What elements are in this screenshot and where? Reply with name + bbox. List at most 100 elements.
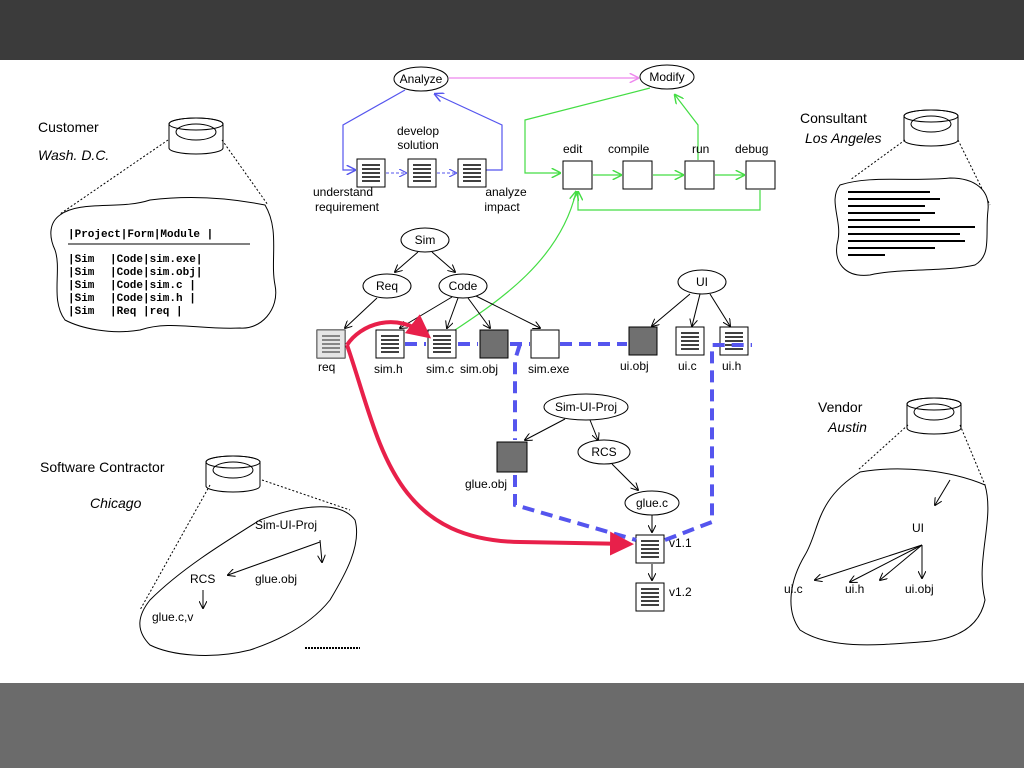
consultant-city: Los Angeles <box>805 130 882 146</box>
customer-table-header: |Project|Form|Module | <box>68 229 213 241</box>
svg-text:glue.c: glue.c <box>636 496 668 510</box>
bottom-bar <box>0 683 1024 768</box>
svg-text:Analyze: Analyze <box>400 72 443 86</box>
customer-name: Customer <box>38 119 99 135</box>
svg-text:sim.exe: sim.exe <box>528 362 570 376</box>
svg-text:RCS: RCS <box>591 445 616 459</box>
consultant-text-block <box>848 191 975 256</box>
glue-obj-box <box>496 441 528 473</box>
svg-text:ui.c: ui.c <box>678 359 697 373</box>
contractor-site: Software Contractor Chicago Sim-UI-Proj … <box>40 455 360 656</box>
config-tree: Sim Req Code req sim.h sim.c sim.obj sim… <box>316 227 749 612</box>
svg-text:|Sim: |Sim <box>68 306 95 318</box>
analyze-node <box>393 66 449 92</box>
edit-step-box <box>562 160 593 190</box>
customer-cloud <box>50 197 277 333</box>
svg-text:analyze: analyze <box>485 185 527 199</box>
customer-table-row: |Sim |Code|sim.c | <box>68 280 196 292</box>
customer-table-row: |Sim |Req |req | <box>68 306 183 318</box>
svg-text:UI: UI <box>696 275 708 289</box>
svg-text:|Code|sim.exe|: |Code|sim.exe| <box>110 254 202 266</box>
contractor-glue-cv-label: glue.c,v <box>152 610 193 624</box>
vendor-database-icon <box>906 397 962 435</box>
req-node <box>362 273 412 299</box>
svg-text:Sim-UI-Proj: Sim-UI-Proj <box>555 400 617 414</box>
sim-c-doc-icon <box>427 329 457 359</box>
contractor-database-icon <box>205 455 261 493</box>
svg-text:glue.obj: glue.obj <box>465 477 507 491</box>
red-trace-path <box>345 314 634 556</box>
analyze-doc-icon <box>457 158 487 188</box>
svg-text:|Sim: |Sim <box>68 267 95 279</box>
svg-text:understand: understand <box>313 185 373 199</box>
customer-link-left <box>59 139 169 215</box>
ui-c-doc-icon <box>675 326 705 356</box>
svg-text:Req: Req <box>376 279 398 293</box>
sim-obj-box <box>479 329 509 359</box>
run-step-box <box>684 160 715 190</box>
debug-step-box <box>745 160 776 190</box>
contractor-name: Software Contractor <box>40 459 165 475</box>
svg-text:|Sim: |Sim <box>68 280 95 292</box>
vendor-site: Vendor Austin UI ui.c ui.h ui.obj <box>784 397 989 646</box>
customer-table-row: |Sim |Code|sim.h | <box>68 293 196 305</box>
consultant-database-icon <box>903 109 959 147</box>
compile-step-box <box>622 160 653 190</box>
code-node <box>438 273 488 299</box>
customer-city: Wash. D.C. <box>38 147 109 163</box>
svg-text:|Code|sim.h |: |Code|sim.h | <box>110 293 196 305</box>
svg-text:compile: compile <box>608 142 650 156</box>
svg-text:|Req |req |: |Req |req | <box>110 306 183 318</box>
vendor-ui-label: UI <box>912 521 924 535</box>
sim-ui-proj-node <box>543 393 629 421</box>
blue-dependency-path <box>405 342 752 542</box>
contractor-glue-obj-label: glue.obj <box>255 572 297 586</box>
sim-exe-box <box>530 329 560 359</box>
vendor-link-right <box>959 424 986 486</box>
svg-text:v1.1: v1.1 <box>669 536 692 550</box>
process-flow: Analyze Modify develop solution understa… <box>313 64 776 331</box>
contractor-proj-label: Sim-UI-Proj <box>255 518 317 532</box>
svg-text:impact: impact <box>484 200 520 214</box>
contractor-rcs-label: RCS <box>190 572 215 586</box>
rcs-node <box>577 439 631 465</box>
customer-site: Customer Wash. D.C. |Project|Form|Module… <box>38 117 277 333</box>
contractor-city: Chicago <box>90 495 142 511</box>
sim-h-doc-icon <box>375 329 405 359</box>
svg-text:ui.obj: ui.obj <box>620 359 649 373</box>
svg-text:Modify: Modify <box>649 70 684 84</box>
ui-obj-box <box>628 326 658 356</box>
modify-node <box>639 64 695 90</box>
vendor-ui-c-label: ui.c <box>784 582 803 596</box>
svg-text:develop: develop <box>397 124 439 138</box>
svg-text:debug: debug <box>735 142 768 156</box>
vendor-ui-h-label: ui.h <box>845 582 864 596</box>
consultant-link-left <box>849 139 906 181</box>
top-bar <box>0 0 1024 60</box>
svg-text:sim.obj: sim.obj <box>460 362 498 376</box>
consultant-site: Consultant Los Angeles <box>800 109 991 276</box>
customer-database-icon <box>168 117 224 155</box>
svg-text:run: run <box>692 142 709 156</box>
understand-doc-icon <box>356 158 386 188</box>
svg-text:requirement: requirement <box>315 200 380 214</box>
svg-text:|Sim: |Sim <box>68 293 95 305</box>
contractor-cloud <box>139 506 358 656</box>
svg-text:sim.c: sim.c <box>426 362 454 376</box>
svg-text:|Code|sim.c |: |Code|sim.c | <box>110 280 196 292</box>
svg-text:solution: solution <box>397 138 438 152</box>
vendor-city: Austin <box>827 419 867 435</box>
v1-2-doc-icon <box>635 582 665 612</box>
customer-table-row: |Sim |Code|sim.obj| <box>68 267 202 279</box>
customer-link-right <box>221 139 269 206</box>
contractor-link-right <box>261 479 351 511</box>
svg-text:|Sim: |Sim <box>68 254 95 266</box>
consultant-name: Consultant <box>800 110 867 126</box>
sim-c-to-edit-link <box>454 192 576 331</box>
svg-text:edit: edit <box>563 142 583 156</box>
vendor-link-left <box>857 424 909 471</box>
vendor-name: Vendor <box>818 399 863 415</box>
svg-text:Sim: Sim <box>415 233 436 247</box>
sim-node <box>400 227 450 253</box>
